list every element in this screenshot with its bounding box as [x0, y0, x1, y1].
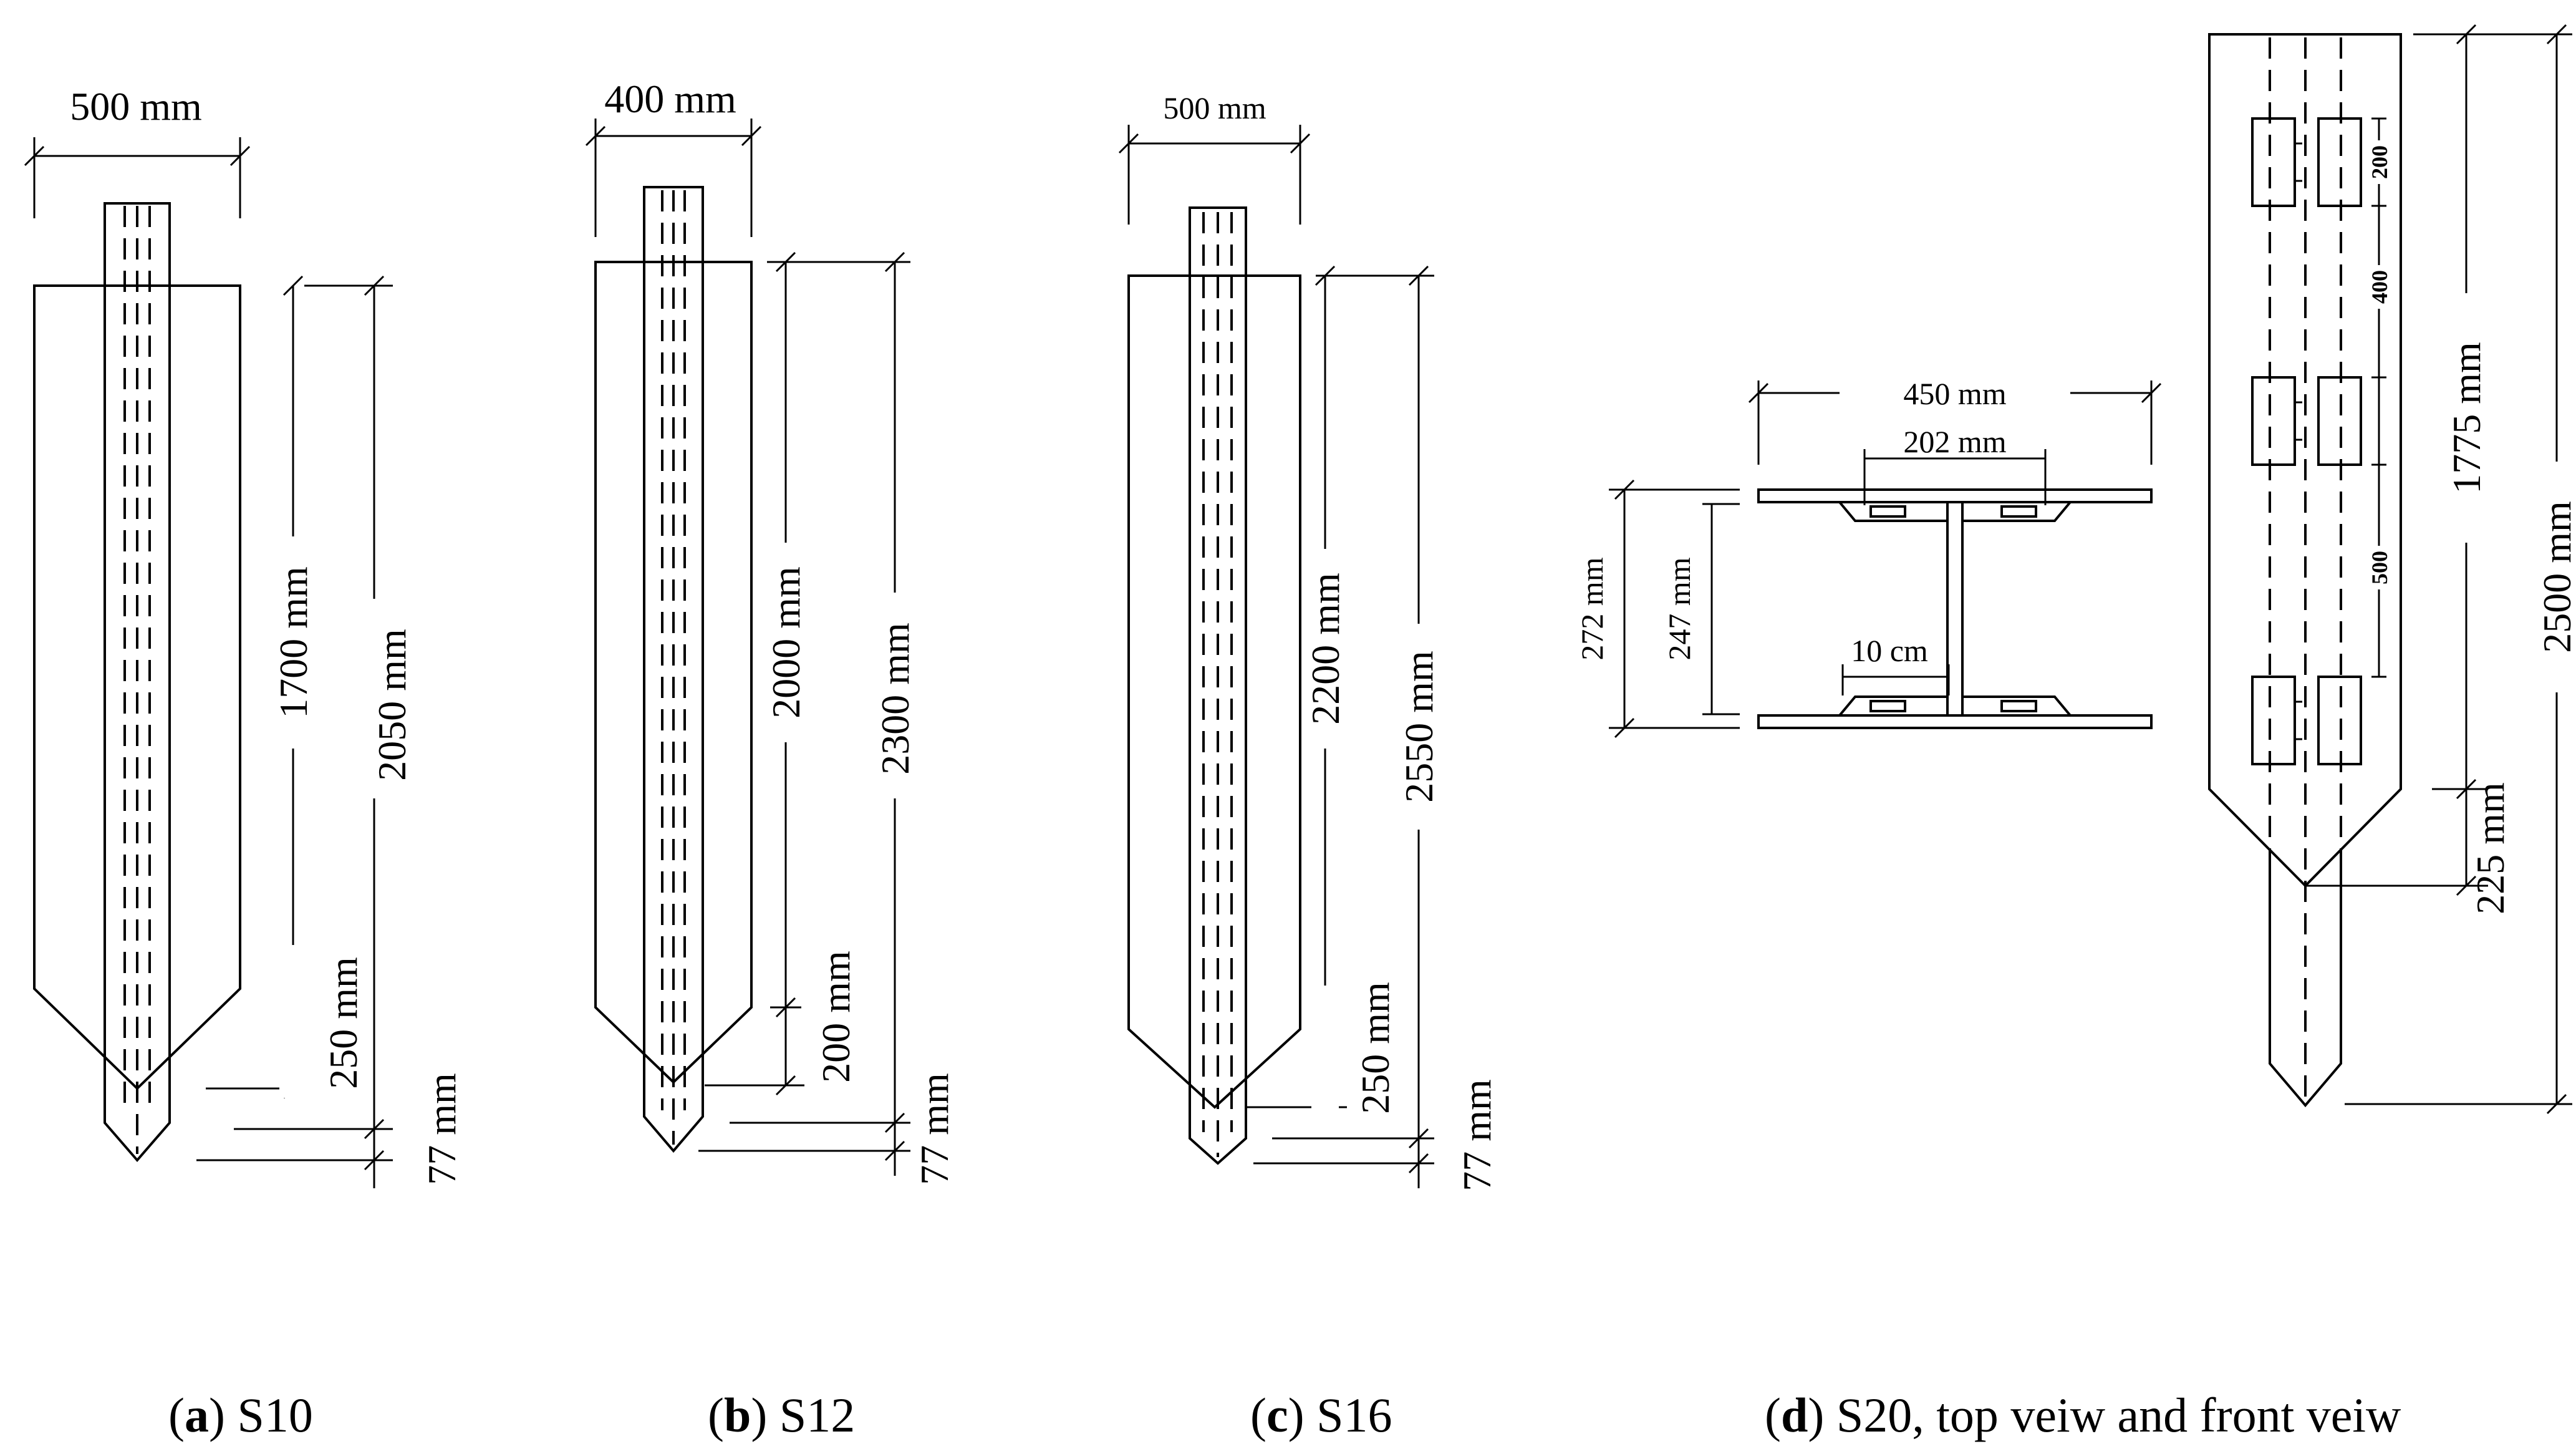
- plate-bottom-left: [1838, 695, 1947, 717]
- dim-d-total-label: 2500 mm: [2535, 501, 2576, 653]
- dim-d-top-width-label: 450 mm: [1903, 376, 2006, 411]
- dim-d-top-width-tick-left: [1748, 382, 1769, 404]
- flange-bottom: [1757, 714, 2153, 729]
- dim-c-toe-label: 77 mm: [1455, 1079, 1499, 1191]
- dim-d-height-outer-label: 272 mm: [1575, 557, 1609, 660]
- panel-c-s16: 500 mm 2200 mm 250 mm 2550 mm 77 mm (c) …: [1118, 90, 1499, 1442]
- dim-d-spacing-3-gap: [2370, 546, 2388, 589]
- dim-a-width-tick-left: [24, 145, 45, 167]
- dim-b-width-tick-right: [741, 125, 762, 147]
- web: [1946, 501, 1964, 717]
- dim-c-total-label: 2550 mm: [1397, 651, 1441, 803]
- dim-d-spacing-1-gap: [2370, 140, 2388, 184]
- caption-c: (c) S16: [1250, 1388, 1392, 1442]
- pile-a-outline: [33, 284, 241, 1090]
- dim-a-width-label: 500 mm: [70, 84, 202, 128]
- dim-d-main-label: 1775 mm: [2444, 342, 2489, 494]
- dim-a-main-tick-top: [282, 275, 304, 296]
- dim-a-toe-label: 77 mm: [420, 1073, 464, 1185]
- dim-c-tip-gap: [1311, 986, 1339, 1120]
- dim-a-main-label: 1700 mm: [271, 566, 316, 719]
- bolt-top-right: [2000, 505, 2037, 518]
- dim-b-main-gap: [772, 543, 799, 742]
- dim-a-total-label: 2050 mm: [370, 629, 414, 781]
- dim-a-tip-label: 250 mm: [321, 957, 365, 1089]
- connector-1-right: [2317, 117, 2362, 207]
- dim-d-height-inner-label: 247 mm: [1662, 557, 1697, 660]
- dim-d-height-outer-tick-bottom: [1614, 717, 1635, 739]
- dim-c-toe-tick: [1408, 1153, 1429, 1174]
- caption-d: (d) S20, top veiw and front veiw: [1765, 1388, 2401, 1442]
- front-view: 200 400 500 1775 mm 225 mm 2500 mm: [2208, 24, 2576, 1115]
- flange-top: [1757, 488, 2153, 503]
- dim-b-tip-label: 200 mm: [814, 951, 858, 1083]
- dim-d-spacing-2-gap: [2370, 265, 2388, 309]
- bolt-bottom-left: [1869, 700, 1906, 712]
- dim-d-spacing-3-label: 500: [2367, 551, 2392, 584]
- dim-d-flange-label: 202 mm: [1903, 424, 2006, 459]
- dim-d-plate-label: 10 cm: [1851, 633, 1928, 668]
- top-view-section: 450 mm 202 mm 272 mm 247 mm 10 cm: [1575, 374, 2162, 739]
- dim-c-main-label: 2200 mm: [1303, 573, 1348, 725]
- dim-a-toe-tick: [364, 1150, 385, 1171]
- dim-d-top-width-gap: [1840, 374, 2070, 412]
- dim-b-total-tick-top: [884, 251, 905, 273]
- dim-b-total-label: 2300 mm: [873, 623, 917, 775]
- connector-3-left: [2251, 676, 2296, 765]
- dim-c-main-gap: [1311, 549, 1339, 749]
- dim-a-width-tick-right: [229, 145, 251, 167]
- dim-c-tip-label: 250 mm: [1353, 982, 1397, 1114]
- dim-c-width-tick-right: [1290, 133, 1311, 154]
- bolt-bottom-right: [2000, 700, 2037, 712]
- dim-c-total-tick-top: [1408, 265, 1429, 286]
- dim-a-main-gap: [279, 536, 307, 749]
- pile-c-outline: [1127, 274, 1301, 1109]
- dim-b-toe-label: 77 mm: [912, 1073, 957, 1185]
- pile-c-core: [1189, 206, 1247, 1165]
- pile-b-core: [643, 186, 704, 1153]
- caption-a: (a) S10: [168, 1388, 313, 1442]
- plate-top-right: [1962, 501, 2072, 522]
- bolt-top-left: [1869, 505, 1906, 518]
- dim-c-width-tick-left: [1118, 133, 1139, 154]
- dim-c-width-label: 500 mm: [1163, 90, 1266, 125]
- dim-a-tip-gap: [279, 945, 307, 1098]
- pile-d-outline: [2208, 33, 2402, 888]
- dim-c-total-gap: [1405, 624, 1432, 830]
- connector-1-left: [2251, 117, 2296, 207]
- pile-d-core: [2269, 867, 2342, 1108]
- dim-d-tip-label: 225 mm: [2468, 782, 2512, 914]
- dim-d-main-gap: [2453, 293, 2480, 543]
- plate-top-left: [1838, 501, 1947, 522]
- dim-d-total-tick-top: [2546, 24, 2567, 45]
- dim-d-tip-tick: [2456, 875, 2477, 896]
- dim-d-height-outer-tick-top: [1614, 479, 1635, 500]
- dim-b-width-label: 400 mm: [604, 77, 736, 121]
- dim-b-total-gap: [881, 593, 909, 798]
- dim-d-total-tick-bottom: [2546, 1093, 2567, 1115]
- pile-b-outline: [594, 261, 753, 1084]
- dim-d-spacing-1-label: 200: [2367, 145, 2392, 179]
- panel-d-s20: 450 mm 202 mm 272 mm 247 mm 10 cm: [1575, 24, 2576, 1442]
- caption-b: (b) S12: [708, 1388, 855, 1442]
- dim-b-main-label: 2000 mm: [764, 566, 808, 719]
- plate-bottom-right: [1962, 695, 2072, 717]
- dim-a-total-gap: [360, 599, 388, 798]
- connector-2-left: [2251, 376, 2296, 466]
- dim-d-top-width-tick-right: [2141, 382, 2162, 404]
- dim-d-spacing-2-label: 400: [2367, 270, 2392, 304]
- dim-a-total-tick-top: [364, 275, 385, 296]
- connector-3-right: [2317, 676, 2362, 765]
- panel-b-s12: 400 mm 2000 mm 200 mm 2300 mm 77 mm (b) …: [585, 77, 957, 1442]
- dim-b-toe-tick: [884, 1140, 905, 1161]
- connector-2-right: [2317, 376, 2362, 466]
- pile-a-core: [104, 202, 171, 1163]
- panel-a-s10: 500 mm 1700 mm 250 mm 2050 mm 77 mm (a) …: [24, 84, 464, 1442]
- dim-b-width-tick-left: [585, 125, 606, 147]
- dim-d-total-gap: [2543, 462, 2570, 692]
